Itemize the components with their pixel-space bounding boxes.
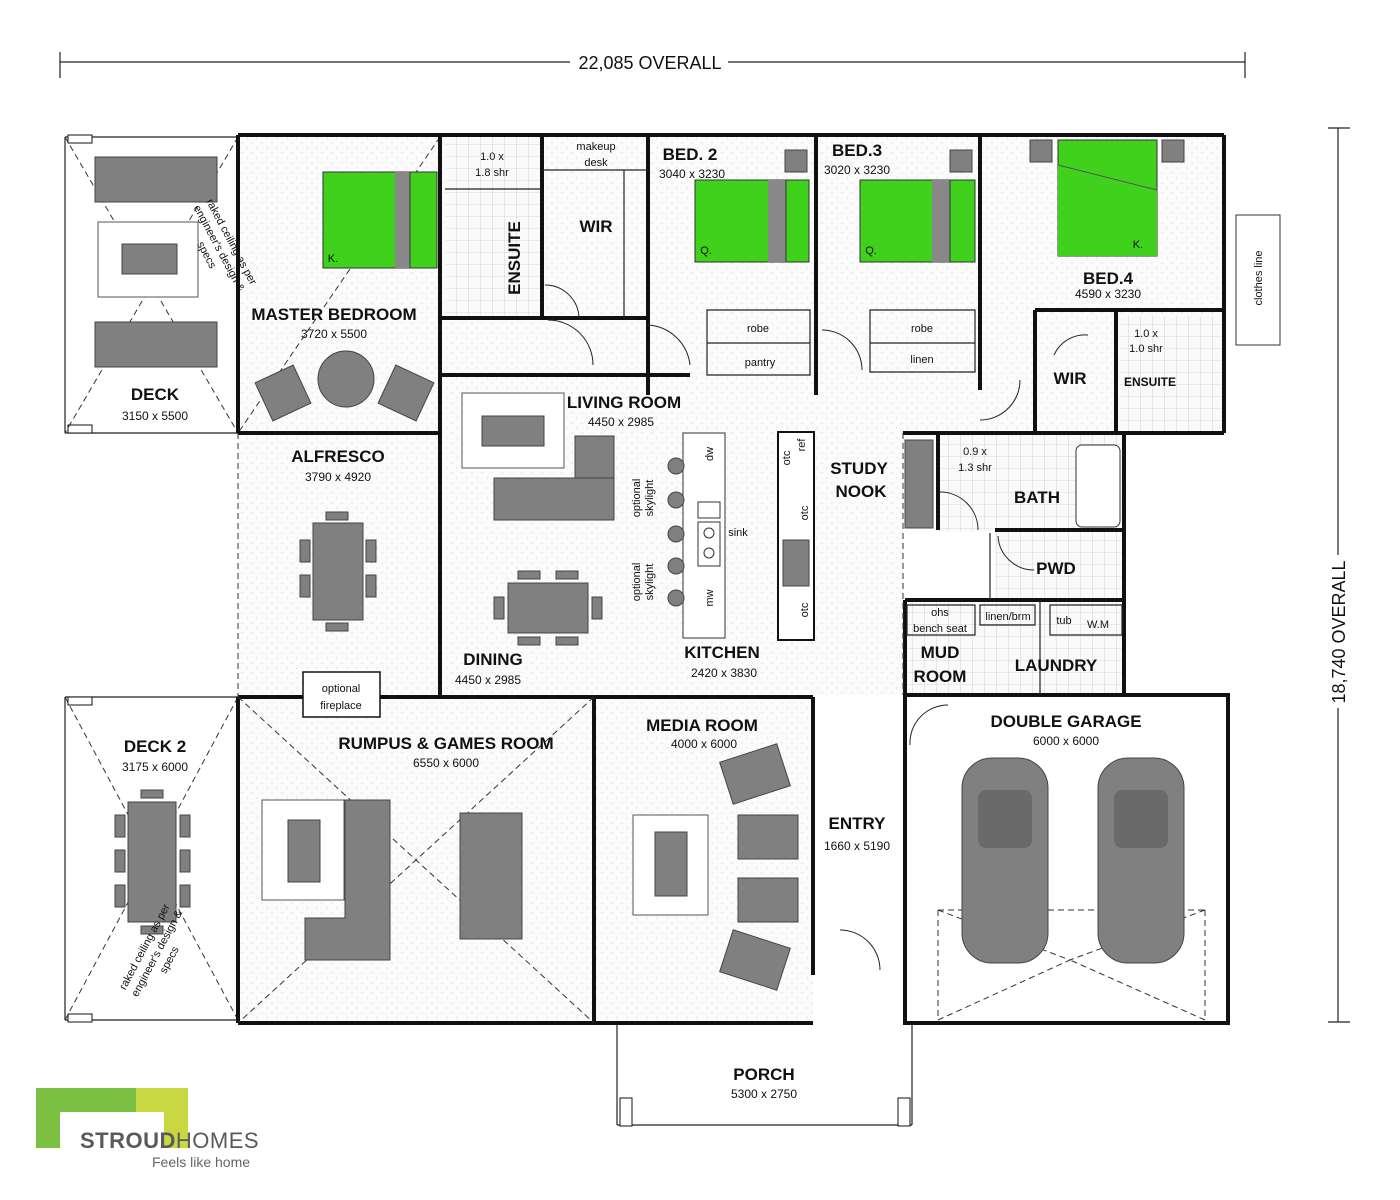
alfresco-size: 3790 x 4920 [305, 470, 371, 484]
bed4-size-label: 4590 x 3230 [1075, 287, 1141, 301]
bath-name: BATH [1014, 488, 1060, 507]
otc3-label: otc [799, 602, 811, 617]
garage-size: 6000 x 6000 [1033, 734, 1099, 748]
logo-name-bold: STROUD [80, 1128, 176, 1153]
ensuite2-name: ENSUITE [1124, 375, 1176, 389]
shower1-line1: 1.0 x [480, 151, 504, 163]
entry-size: 1660 x 5190 [824, 839, 890, 853]
room-labels: DECK 3150 x 5500 MASTER BEDROOM 3720 x 5… [122, 141, 1176, 1101]
living-name: LIVING ROOM [567, 393, 681, 412]
linen-label: linen [910, 354, 933, 366]
study-line1: STUDY [830, 459, 888, 478]
car-left [961, 757, 1049, 964]
makeup-line2: desk [584, 157, 608, 169]
shower2-line1: 1.0 x [1134, 328, 1158, 340]
ensuite1-name: ENSUITE [505, 221, 524, 295]
media-name: MEDIA ROOM [646, 716, 758, 735]
garage-name: DOUBLE GARAGE [990, 712, 1141, 731]
dining-name: DINING [463, 650, 523, 669]
fireplace-line1: optional [322, 683, 361, 695]
clothes-line-label: clothes line [1253, 250, 1265, 305]
overall-width-dimension: 22,085 OVERALL [59, 52, 1246, 78]
otc1-label: otc [781, 450, 793, 465]
deck-name: DECK [131, 385, 180, 404]
shower2-line2: 1.0 shr [1129, 343, 1163, 355]
shower1-line2: 1.8 shr [475, 167, 509, 179]
otc2-label: otc [799, 505, 811, 520]
skylight2-line1: optional [631, 563, 643, 602]
bed4-name: BED.4 [1083, 269, 1134, 288]
robe-bed2: robe [747, 323, 769, 335]
skylight1-line2: skylight [644, 480, 656, 517]
ref-label: ref [796, 438, 808, 452]
shower3-line1: 0.9 x [963, 446, 987, 458]
ohs-label: ohs [931, 607, 949, 619]
mud-line1: MUD [921, 643, 960, 662]
bed2-name: BED. 2 [663, 145, 718, 164]
furniture [94, 156, 1281, 991]
mud-line2: ROOM [914, 667, 967, 686]
entry-name: ENTRY [829, 814, 887, 833]
mw-label: mw [704, 589, 716, 606]
dw-label: dw [704, 447, 716, 461]
bed2-size-label: 3040 x 3230 [659, 167, 725, 181]
laundry-name: LAUNDRY [1015, 656, 1098, 675]
deck2-size: 3175 x 6000 [122, 760, 188, 774]
master-size: 3720 x 5500 [301, 327, 367, 341]
rumpus-size: 6550 x 6000 [413, 756, 479, 770]
wm-label: W.M [1087, 619, 1109, 631]
pantry-label: pantry [745, 357, 776, 369]
wir2-name: WIR [1053, 369, 1086, 388]
doors [544, 284, 1089, 971]
kitchen-size: 2420 x 3830 [691, 666, 757, 680]
shower3-line2: 1.3 shr [958, 462, 992, 474]
overall-depth-dimension: 18,740 OVERALL [1328, 127, 1350, 1023]
bed3-size: Q. [865, 245, 877, 257]
deck-size: 3150 x 5500 [122, 409, 188, 423]
bed3-name: BED.3 [832, 141, 882, 160]
skylight2-line2: skylight [644, 564, 656, 601]
car-right [1097, 757, 1185, 964]
skylight1-line1: optional [631, 479, 643, 518]
media-size: 4000 x 6000 [671, 737, 737, 751]
pwd-name: PWD [1036, 559, 1076, 578]
makeup-line1: makeup [576, 141, 615, 153]
master-bed-size: K. [328, 253, 338, 265]
tub-label: tub [1056, 615, 1071, 627]
logo-tagline: Feels like home [152, 1154, 251, 1170]
kitchen-name: KITCHEN [684, 643, 760, 662]
sink-label: sink [728, 527, 748, 539]
fireplace-line2: fireplace [320, 700, 362, 712]
porch-name: PORCH [733, 1065, 794, 1084]
rumpus-name: RUMPUS & GAMES ROOM [338, 734, 553, 753]
study-line2: NOOK [836, 482, 888, 501]
bed2-size: Q. [700, 245, 712, 257]
overall-depth-label: 18,740 OVERALL [1329, 560, 1349, 703]
alfresco-name: ALFRESCO [291, 447, 385, 466]
robe-bed3: robe [911, 323, 933, 335]
logo-name-rest: HOMES [175, 1128, 260, 1153]
bed3-size-label: 3020 x 3230 [824, 163, 890, 177]
stroud-homes-logo: STROUDHOMES Feels like home [36, 1088, 276, 1178]
porch-size: 5300 x 2750 [731, 1087, 797, 1101]
master-name: MASTER BEDROOM [251, 305, 416, 324]
overall-width-label: 22,085 OVERALL [578, 53, 721, 73]
bed4-size: K. [1133, 239, 1143, 251]
dining-size: 4450 x 2985 [455, 673, 521, 687]
logo-mark-icon [36, 1088, 188, 1148]
logo-wordmark: STROUDHOMES [80, 1128, 259, 1154]
wir1-name: WIR [579, 217, 612, 236]
linen-brm-label: linen/brm [985, 611, 1030, 623]
living-size: 4450 x 2985 [588, 415, 654, 429]
deck2-name: DECK 2 [124, 737, 186, 756]
bench-seat-label: bench seat [913, 623, 967, 635]
porch-outline [616, 1023, 913, 1127]
beds: K. Q. Q. K. [322, 139, 1185, 269]
